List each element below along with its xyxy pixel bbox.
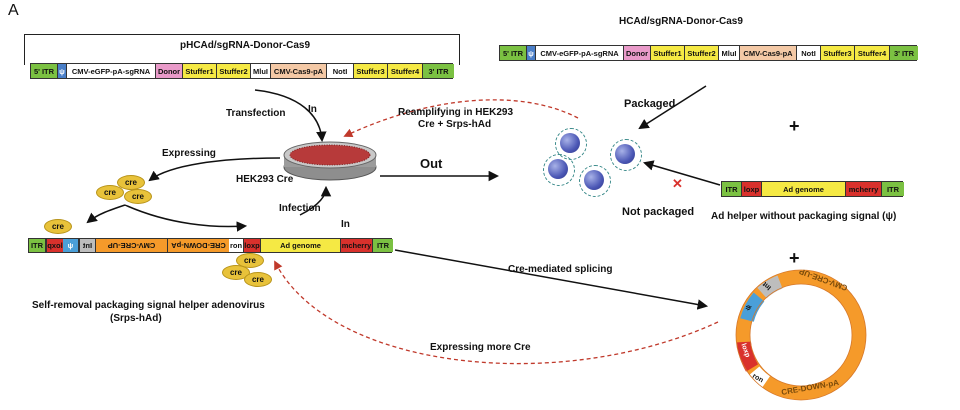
srps-seg-cmv-cre-up: CMV-CRE-UP xyxy=(95,239,167,252)
panel-letter: A xyxy=(8,2,19,19)
hcad-title: HCAd/sgRNA-Donor-Cas9 xyxy=(619,16,743,27)
virus-particle-icon xyxy=(615,144,635,164)
label-cre-splicing: Cre-mediated splicing xyxy=(508,264,613,275)
label-not-packaged: Not packaged xyxy=(622,206,695,218)
hcad-strip: 5' ITR ψ CMV-eGFP-pA-sgRNA Donor Stuffer… xyxy=(499,45,918,61)
plasmid-seg-itr5: 5' ITR xyxy=(31,64,58,78)
splicing-arrow xyxy=(394,249,709,310)
label-reamplifying-2: Cre + Srps-hAd xyxy=(418,119,492,130)
infection-arrow xyxy=(299,185,332,216)
srps-seg-ad-genome: Ad genome xyxy=(261,239,341,252)
cre-protein-icon: cre xyxy=(96,185,124,200)
srps-seg-loxp-left: loxp xyxy=(46,239,63,252)
expressing-arrow xyxy=(148,157,281,182)
srps-seg-psi: ψ xyxy=(63,239,79,252)
circular-construct: CMV-CRE-UP Int ψ loxp ron CRE-DOWN-pA xyxy=(726,265,876,405)
hcad-seg-psi: ψ xyxy=(527,46,536,60)
plasmid-bracket xyxy=(24,34,460,65)
cre-protein-icon: cre xyxy=(124,189,152,204)
hcad-seg-itr3: 3' ITR xyxy=(890,46,918,60)
plasmid-seg-stuffer1: Stuffer1 xyxy=(183,64,217,78)
cre-right-arrow xyxy=(124,204,248,232)
helper-seg-itr-left: ITR xyxy=(722,182,742,196)
transfection-arrow xyxy=(254,89,327,143)
plasmid-seg-psi: ψ xyxy=(58,64,67,78)
srps-seg-cre-down: CRE-DOWN-pA xyxy=(167,239,229,252)
srps-seg-mcherry: mcherry xyxy=(341,239,373,252)
cre-protein-icon: cre xyxy=(117,175,145,190)
helper-seg-loxp: loxp xyxy=(742,182,762,196)
label-expressing: Expressing xyxy=(162,148,216,159)
helper-caption: Ad helper without packaging signal (ψ) xyxy=(711,211,897,222)
plus-sign-2: + xyxy=(789,248,800,268)
helper-seg-mcherry: mcherry xyxy=(846,182,882,196)
hcad-seg-cmv-egfp: CMV-eGFP-pA-sgRNA xyxy=(536,46,624,60)
virus-cluster xyxy=(540,120,650,200)
srps-caption-2: (Srps-hAd) xyxy=(110,313,162,324)
label-hek293-cre: HEK293 Cre xyxy=(236,174,294,185)
srps-seg-itr-left: ITR xyxy=(29,239,46,252)
helper-seg-itr-right: ITR xyxy=(882,182,904,196)
hcad-seg-stuffer2: Stuffer2 xyxy=(685,46,719,60)
label-expressing-more: Expressing more Cre xyxy=(430,342,531,353)
label-in-top: In xyxy=(308,104,317,115)
plasmid-seg-itr3: 3' ITR xyxy=(423,64,454,78)
label-packaged: Packaged xyxy=(624,98,676,110)
label-in-bottom: In xyxy=(341,219,350,230)
srps-seg-itr-right: ITR xyxy=(373,239,393,252)
plasmid-title: pHCAd/sgRNA-Donor-Cas9 xyxy=(180,40,310,51)
cre-protein-icon: cre xyxy=(236,253,264,268)
plasmid-seg-noti: NotI xyxy=(327,64,354,78)
label-infection: Infection xyxy=(279,203,321,214)
virus-particle-icon xyxy=(548,159,568,179)
label-out: Out xyxy=(420,156,443,171)
label-reamplifying-1: Reamplifying in HEK293 xyxy=(398,107,514,118)
plasmid-seg-cas9: CMV-Cas9-pA xyxy=(271,64,327,78)
cre-protein-icon: cre xyxy=(244,272,272,287)
helper-strip: ITR loxp Ad genome mcherry ITR xyxy=(721,181,904,197)
virus-particle-icon xyxy=(560,133,580,153)
plasmid-seg-stuffer4: Stuffer4 xyxy=(388,64,423,78)
cre-left-arrow xyxy=(86,204,126,224)
hcad-seg-stuffer4: Stuffer4 xyxy=(855,46,890,60)
hcad-seg-stuffer1: Stuffer1 xyxy=(651,46,685,60)
reamplify-arrow xyxy=(343,99,579,138)
packaged-arrow xyxy=(638,85,707,130)
plasmid-seg-stuffer3: Stuffer3 xyxy=(354,64,388,78)
hcad-seg-noti: NotI xyxy=(797,46,821,60)
label-transfection: Transfection xyxy=(226,108,286,119)
hcad-seg-itr5: 5' ITR xyxy=(500,46,527,60)
srps-caption-1: Self-removal packaging signal helper ade… xyxy=(32,300,265,311)
cre-protein-icon: cre xyxy=(44,219,72,234)
hcad-seg-donor: Donor xyxy=(624,46,651,60)
srps-seg-loxp-right: loxp xyxy=(244,239,261,252)
petri-dish-icon xyxy=(282,140,378,182)
srps-seg-int: Int xyxy=(79,239,95,252)
plasmid-strip: 5' ITR ψ CMV-eGFP-pA-sgRNA Donor Stuffer… xyxy=(30,63,454,79)
hcad-seg-mlui: MluI xyxy=(719,46,740,60)
not-packaged-arrow xyxy=(642,160,721,186)
plus-sign-1: + xyxy=(789,116,800,136)
helper-seg-ad-genome: Ad genome xyxy=(762,182,846,196)
plasmid-seg-stuffer2: Stuffer2 xyxy=(217,64,251,78)
hcad-seg-stuffer3: Stuffer3 xyxy=(821,46,855,60)
plasmid-seg-cmv-egfp: CMV-eGFP-pA-sgRNA xyxy=(67,64,156,78)
virus-particle-icon xyxy=(584,170,604,190)
hcad-seg-cas9: CMV-Cas9-pA xyxy=(740,46,797,60)
expressing-more-arrow xyxy=(274,260,719,365)
plasmid-seg-donor: Donor xyxy=(156,64,183,78)
x-mark-icon: ✕ xyxy=(672,176,683,191)
plasmid-seg-mlui: MluI xyxy=(251,64,271,78)
srps-seg-ron: ron xyxy=(229,239,244,252)
srps-strip: ITR loxp ψ Int CMV-CRE-UP CRE-DOWN-pA ro… xyxy=(28,238,393,253)
